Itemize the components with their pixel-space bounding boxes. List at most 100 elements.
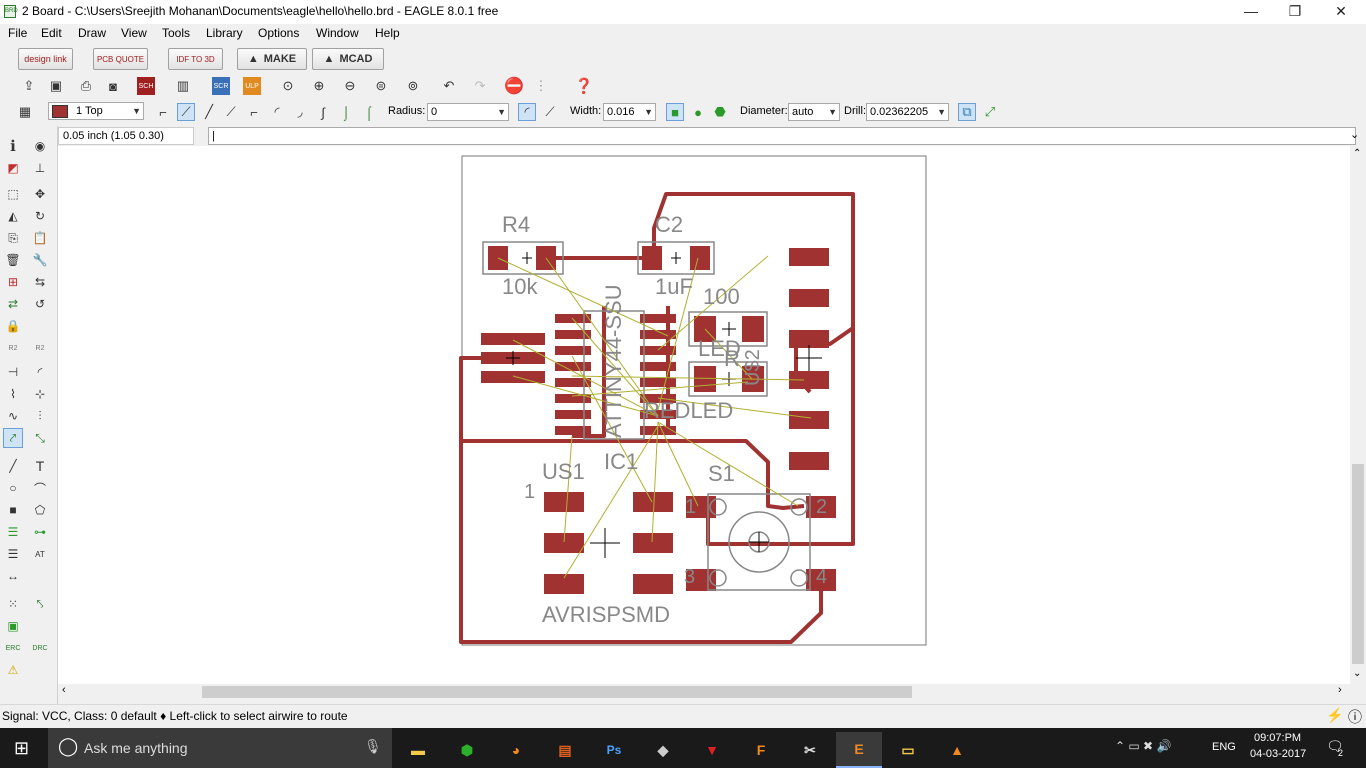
layer-select[interactable]: 1 Top▼ <box>48 102 144 120</box>
language-indicator[interactable]: ENG <box>1212 741 1236 753</box>
help-icon[interactable]: ❓ <box>574 78 594 95</box>
vertical-scroll-thumb[interactable] <box>1352 464 1364 664</box>
ulp-icon[interactable]: ULP <box>243 77 261 95</box>
move-icon[interactable]: ✥ <box>34 187 46 201</box>
scroll-left-icon[interactable]: ‹ <box>62 684 66 696</box>
photoshop-icon[interactable]: Ps <box>606 743 622 757</box>
radius-field[interactable]: 0▼ <box>427 103 509 121</box>
route-icon[interactable]: ⤤ <box>3 428 23 448</box>
wire-bend-1-icon[interactable]: ⟋ <box>177 103 195 121</box>
clock-time[interactable]: 09:07:PM <box>1254 732 1302 744</box>
drc-icon[interactable]: DRC <box>32 644 48 652</box>
value-icon[interactable]: R2 <box>35 344 45 352</box>
menu-tools[interactable]: Tools <box>162 26 191 40</box>
redo-icon[interactable]: ↷ <box>474 78 486 93</box>
mcad-button[interactable]: ▲MCAD <box>312 48 384 70</box>
wire-bend-5-icon[interactable]: ◜ <box>274 104 280 119</box>
via-icon[interactable]: ☰ <box>7 525 19 539</box>
miter-straight-icon[interactable]: ⟋ <box>545 104 555 119</box>
info-icon[interactable]: ℹ <box>10 138 16 155</box>
open-icon[interactable]: ⇪ <box>23 78 35 93</box>
vivaldi-icon[interactable]: ▼ <box>705 742 719 758</box>
diameter-field[interactable]: auto▼ <box>788 103 840 121</box>
pcb-quote-button[interactable]: PCB QUOTE <box>93 48 148 70</box>
save-icon[interactable]: ▣ <box>49 78 63 93</box>
print-icon[interactable]: ⎙ <box>80 78 92 93</box>
menu-window[interactable]: Window <box>316 26 359 40</box>
vlc-icon[interactable]: ▲ <box>950 742 964 758</box>
zoom-redraw-icon[interactable]: ⊜ <box>375 78 387 93</box>
paste-icon[interactable]: 📋 <box>32 231 48 245</box>
mirror-icon[interactable]: ◭ <box>8 209 18 223</box>
fusion-f-icon[interactable]: F <box>756 742 766 758</box>
menu-library[interactable]: Library <box>206 26 243 40</box>
command-history-chevron-icon[interactable]: ⌄ <box>1350 129 1360 141</box>
via-round-icon[interactable]: ● <box>694 104 702 120</box>
restore-button[interactable]: ❐ <box>1288 3 1302 19</box>
clock-date[interactable]: 04-03-2017 <box>1250 748 1307 760</box>
replace-icon[interactable]: ⇆ <box>34 275 46 289</box>
dimension-icon[interactable]: ↔ <box>7 569 19 583</box>
idf-to-3d-button[interactable]: IDF TO 3D <box>168 48 223 70</box>
menu-file[interactable]: File <box>8 26 28 40</box>
menu-edit[interactable]: Edit <box>41 26 62 40</box>
erc-icon[interactable]: ERC <box>5 644 21 652</box>
swap-icon[interactable]: ⇄ <box>7 297 19 311</box>
scroll-down-icon[interactable]: ⌄ <box>1353 668 1362 679</box>
eagle-taskbar-icon[interactable]: E <box>836 732 882 768</box>
arc-icon[interactable]: ⌒ <box>33 481 46 496</box>
ripup-icon[interactable]: ⫶ <box>38 408 42 423</box>
menu-draw[interactable]: Draw <box>78 26 107 40</box>
make-button[interactable]: ▲MAKE <box>237 48 307 70</box>
group-icon[interactable]: ⬚ <box>7 187 19 201</box>
text-icon[interactable]: T <box>35 458 45 474</box>
tray-icons[interactable]: ⌃ ▭ ✖ 🔊 <box>1115 739 1172 753</box>
width-field[interactable]: 0.016▼ <box>603 103 656 121</box>
notification-icon[interactable]: 🗨 <box>1326 738 1344 754</box>
scroll-up-icon[interactable]: ⌃ <box>1353 148 1362 159</box>
route-options-icon[interactable]: ⤢ <box>984 104 996 119</box>
vertical-scrollbar[interactable]: ⌃ ⌄ <box>1350 146 1366 684</box>
zoom-select-icon[interactable]: ⊚ <box>407 78 419 93</box>
grid-icon[interactable]: ▦ <box>18 104 32 119</box>
windows-start-icon[interactable]: ⊞ <box>14 738 30 758</box>
attribute-icon[interactable]: AT <box>35 549 45 559</box>
zoom-out-icon[interactable]: ⊖ <box>344 78 356 93</box>
wire-bend-0-icon[interactable]: ⌐ <box>159 104 167 120</box>
wire-bend-9-icon[interactable]: ⌠ <box>365 104 373 120</box>
rect-icon[interactable]: ■ <box>9 503 17 517</box>
status-info-icon[interactable]: ⓘ <box>1348 709 1362 725</box>
zoom-fit-icon[interactable]: ⊙ <box>282 78 294 93</box>
minimize-button[interactable]: — <box>1244 3 1258 19</box>
lock-icon[interactable]: 🔒 <box>5 319 21 333</box>
smash-icon[interactable]: ⊣ <box>7 365 19 379</box>
file-explorer-icon[interactable]: ▬ <box>411 742 425 758</box>
hole-icon[interactable]: ☰ <box>7 547 19 561</box>
board-canvas[interactable]: R4 10k C2 1uF 100 LED R U$2 ATTINY44-SSU… <box>58 146 1350 684</box>
optimize-icon[interactable]: ⊹ <box>34 387 46 401</box>
name-icon[interactable]: R2 <box>8 344 18 352</box>
cam-icon[interactable]: ◙ <box>109 78 117 94</box>
display-layers-icon[interactable]: ◩ <box>7 161 19 175</box>
command-input[interactable]: | <box>208 127 1356 145</box>
split-icon[interactable]: ⌇ <box>10 387 16 401</box>
blender-icon[interactable]: ◕ <box>511 742 521 758</box>
designlink-button[interactable]: design link <box>18 48 73 70</box>
show-icon[interactable]: ◉ <box>34 139 46 153</box>
wire-bend-3-icon[interactable]: ⟋ <box>226 104 236 119</box>
miter-round-icon[interactable]: ◜ <box>518 103 536 121</box>
undo-icon[interactable]: ↶ <box>443 78 455 93</box>
go-icon[interactable]: ⋮ <box>534 78 548 93</box>
wire-bend-2-icon[interactable]: ╱ <box>205 104 213 119</box>
pdf-reader-icon[interactable]: ▤ <box>558 741 572 758</box>
copy-icon[interactable]: ⎘ <box>8 230 18 245</box>
menu-help[interactable]: Help <box>375 26 400 40</box>
horizontal-scroll-thumb[interactable] <box>202 686 912 698</box>
meander-icon[interactable]: ∿ <box>7 409 19 423</box>
circle-icon[interactable]: ○ <box>9 481 17 495</box>
delete-icon[interactable]: 🗑 <box>5 253 21 267</box>
library-icon[interactable]: ▥ <box>176 78 190 93</box>
scroll-right-icon[interactable]: › <box>1338 684 1342 696</box>
folder-icon[interactable]: ▭ <box>901 741 915 758</box>
wire-bend-7-icon[interactable]: ∫ <box>321 104 325 120</box>
